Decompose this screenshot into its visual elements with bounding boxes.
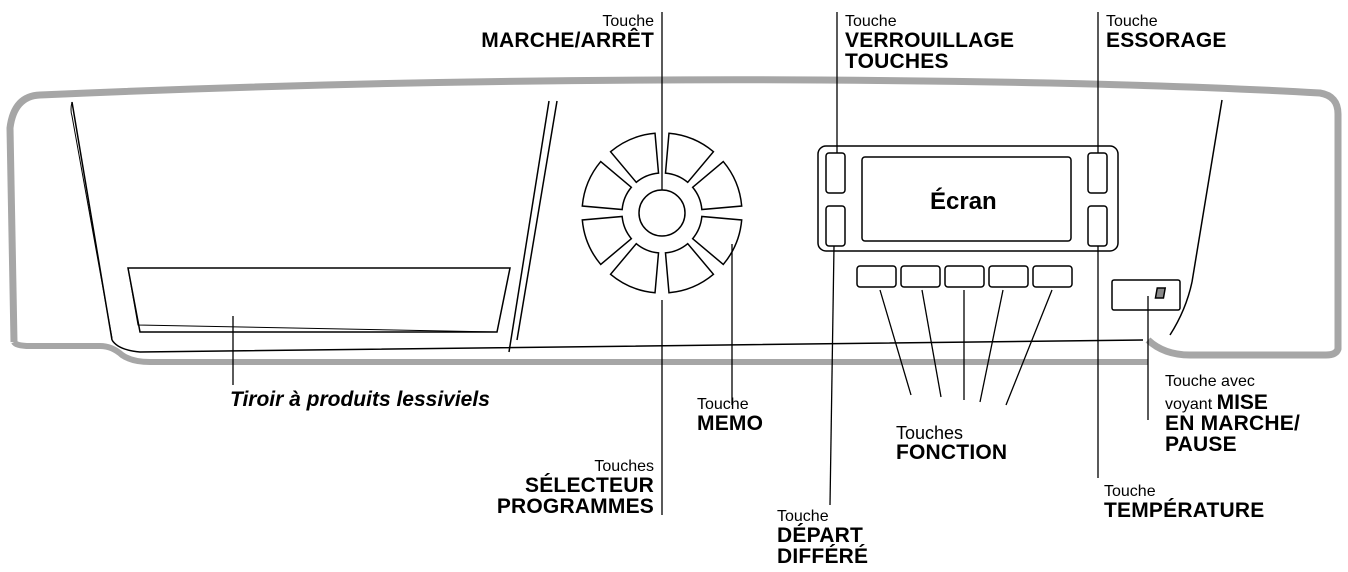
led-voyant <box>1154 287 1167 299</box>
function-keys <box>856 265 1073 288</box>
label-depart: Touche DÉPART DIFFÉRÉ <box>777 508 869 568</box>
key-depart-differe <box>825 205 846 247</box>
drawer-right-edge-2 <box>516 100 558 341</box>
label-selecteur: Touches SÉLECTEUR PROGRAMMES <box>496 458 654 518</box>
drawer-front <box>70 101 113 339</box>
key-temperature <box>1087 205 1108 247</box>
panel-bottom-inner <box>111 339 1144 353</box>
key-essorage <box>1087 152 1108 194</box>
label-verrouillage: Touche VERROUILLAGE TOUCHES <box>845 13 1015 73</box>
label-mise-en-marche: Touche avec voyant MISE EN MARCHE/ PAUSE <box>1165 373 1301 456</box>
label-marche-arret: Touche MARCHE/ARRÊT <box>481 13 654 52</box>
selector-key-1 <box>609 132 660 184</box>
drawer-handle-inner <box>127 267 498 333</box>
selector-keys <box>581 132 743 294</box>
selector-key-6 <box>609 242 660 294</box>
drawer-right-edge-1 <box>508 100 550 353</box>
selector-key-5 <box>664 242 715 294</box>
label-tiroir: Tiroir à produits lessiviels <box>230 388 490 411</box>
panel-outline <box>6 76 1342 359</box>
drawer-handle <box>127 267 511 333</box>
panel-right-curve <box>1169 281 1193 336</box>
leader-lines <box>232 12 1149 515</box>
selector-key-7 <box>581 215 633 266</box>
panel-right-edge <box>1191 99 1223 283</box>
screen <box>861 156 1072 242</box>
selector-key-2 <box>664 132 715 184</box>
selector-key-4 <box>691 215 743 266</box>
selector-key-8 <box>581 160 633 211</box>
label-fonction: Touches FONCTION <box>896 423 1008 464</box>
label-ecran: Écran <box>930 188 997 215</box>
label-temperature: Touche TEMPÉRATURE <box>1104 483 1265 522</box>
label-memo: Touche MEMO <box>697 396 764 435</box>
program-selector <box>638 189 686 237</box>
panel-bottom-edge <box>11 340 1148 365</box>
label-essorage: Touche ESSORAGE <box>1106 13 1227 52</box>
key-mise-en-marche <box>1111 279 1181 311</box>
selector-key-3 <box>691 160 743 211</box>
key-verrouillage <box>825 152 846 194</box>
